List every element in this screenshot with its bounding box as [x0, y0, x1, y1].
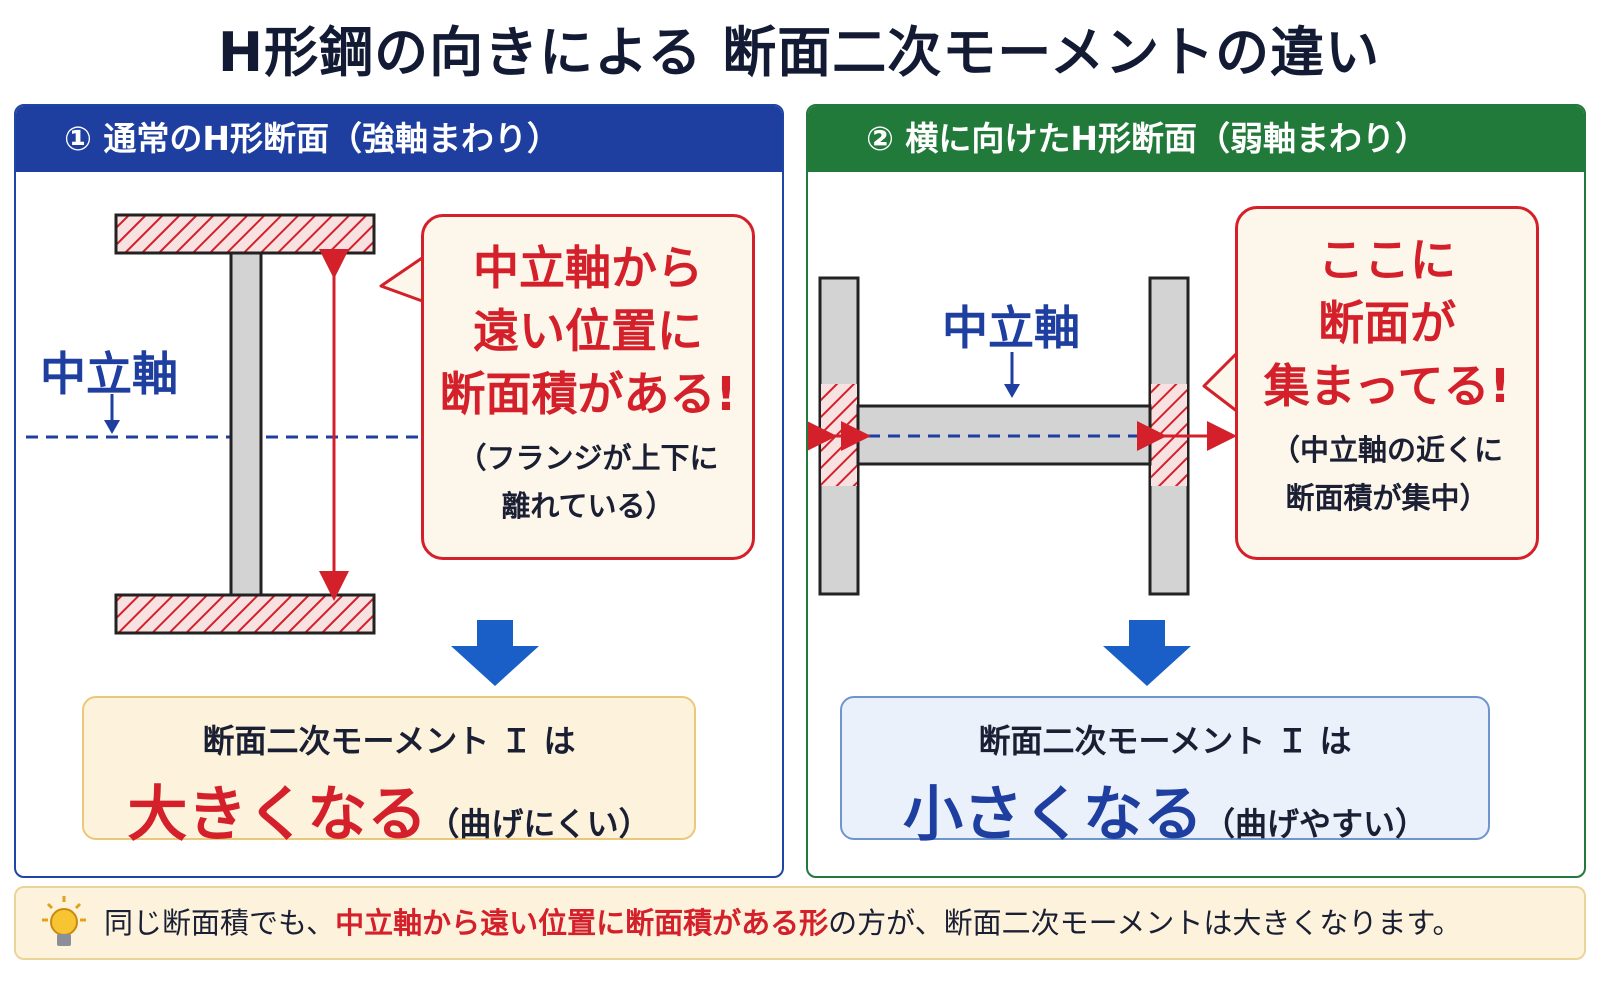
result-caption: 断面二次モーメント Ｉ は [202, 722, 576, 760]
weak-axis-diagram [808, 276, 1240, 686]
bubble-line-1: ここに [1318, 233, 1456, 287]
page-title: H形鋼の向きによる 断面二次モーメントの違い [217, 21, 1381, 84]
strong-axis-panel: ① 通常のH形断面（強軸まわり） 中立軸 中立軸か [14, 104, 784, 878]
bubble-line-1: 中立軸から [473, 241, 703, 295]
down-arrow [451, 620, 539, 686]
note-suffix: の方が、断面二次モーメントは大きくなります。 [828, 906, 1462, 940]
result-box: 断面二次モーメント Ｉ は 大きくなる（曲げにくい） [82, 696, 696, 850]
h-beam-web [856, 404, 1152, 466]
result-emphasis: 大きくなる [127, 780, 428, 850]
h-beam-web [229, 246, 263, 600]
top-flange [114, 213, 376, 255]
note-highlight: 中立軸から遠い位置に断面積がある形 [335, 906, 829, 940]
bubble-tail [379, 254, 426, 304]
lightbulb-icon [42, 896, 86, 946]
result-note: （曲げやすい） [1202, 805, 1427, 843]
result-emphasis: 小さくなる [902, 780, 1203, 850]
bubble-sub-line-1: （中立軸の近くに [1270, 433, 1503, 467]
strong-axis-diagram [26, 213, 539, 686]
bubble-sub-line-2: 離れている） [501, 489, 675, 523]
summary-note: 同じ断面積でも、中立軸から遠い位置に断面積がある形の方が、断面二次モーメントは大… [14, 886, 1586, 960]
bubble-line-2: 断面が [1318, 296, 1456, 350]
bubble-tail [1202, 350, 1240, 414]
neutral-axis-label: 中立軸 [40, 347, 178, 401]
result-note: （曲げにくい） [427, 805, 651, 843]
result-box: 断面二次モーメント Ｉ は 小さくなる（曲げやすい） [840, 696, 1490, 850]
down-arrow [1103, 620, 1191, 686]
callout-bubble: 中立軸から 遠い位置に 断面積がある! （フランジが上下に 離れている） [421, 214, 755, 560]
callout-bubble: ここに 断面が 集まってる! （中立軸の近くに 断面積が集中） [1235, 206, 1539, 560]
bubble-line-2: 遠い位置に [473, 304, 703, 358]
strong-axis-header: ① 通常のH形断面（強軸まわり） [16, 106, 782, 172]
bubble-line-3: 集まってる! [1263, 359, 1511, 413]
bubble-sub-line-2: 断面積が集中） [1285, 481, 1489, 515]
neutral-axis-label: 中立軸 [942, 301, 1080, 355]
bubble-line-3: 断面積がある! [439, 367, 737, 421]
weak-axis-panel: ② 横に向けたH形断面（弱軸まわり） 中立軸 [806, 104, 1586, 878]
bottom-flange [114, 593, 376, 635]
bubble-sub-line-1: （フランジが上下に [457, 441, 719, 475]
weak-axis-header: ② 横に向けたH形断面（弱軸まわり） [808, 106, 1584, 172]
note-prefix: 同じ断面積でも、 [104, 906, 336, 940]
result-caption: 断面二次モーメント Ｉ は [978, 722, 1352, 760]
